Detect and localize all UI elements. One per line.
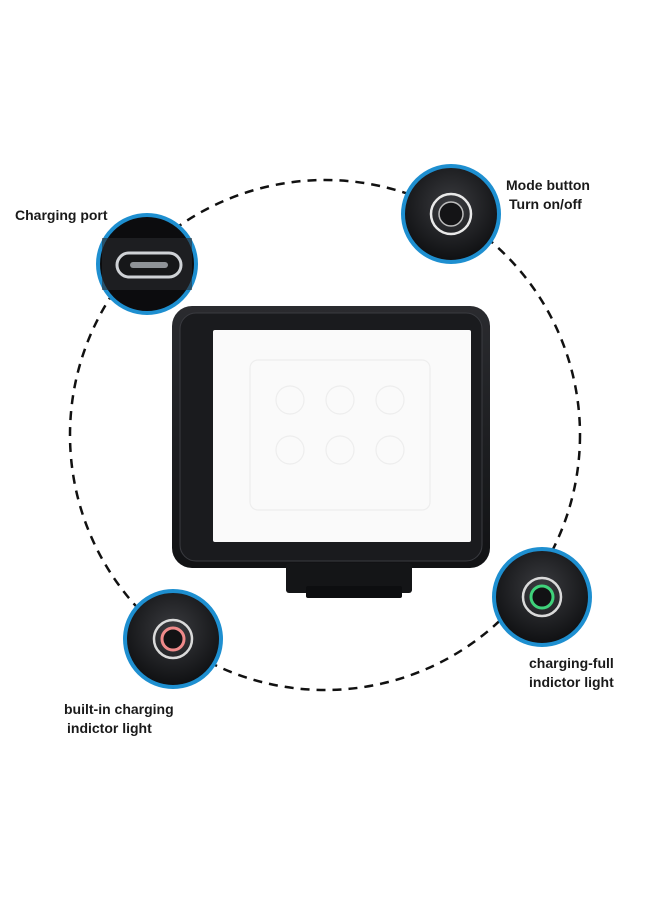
panel-screen (213, 330, 471, 542)
builtin-charging-callout (123, 589, 223, 689)
led-panel (172, 306, 490, 598)
red-led-icon (152, 618, 194, 660)
usb-c-port-icon (115, 251, 183, 279)
power-button-icon (429, 192, 473, 236)
charging-port-label: Charging port (15, 207, 108, 223)
charging-port-callout (96, 213, 198, 315)
dashed-circle (68, 178, 582, 692)
mode-button-label: Mode button Turn on/off (506, 177, 590, 212)
green-led-icon (521, 576, 563, 618)
mode-button-callout (401, 164, 501, 264)
mount-foot (286, 563, 412, 593)
builtin-charging-label: built-in charging indictor light (64, 701, 174, 736)
charging-full-label: charging-full indictor light (529, 655, 614, 690)
charging-full-callout (492, 547, 592, 647)
